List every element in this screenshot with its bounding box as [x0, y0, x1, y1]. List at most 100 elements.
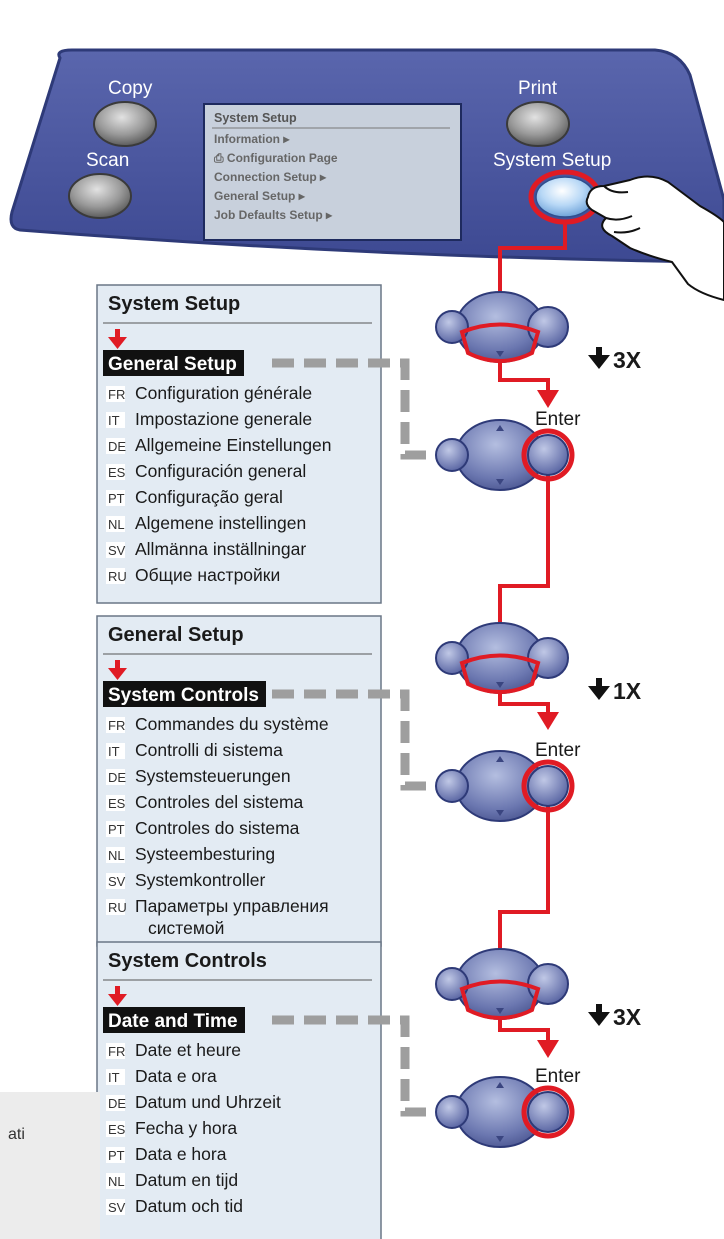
down-arrow-icon	[588, 355, 610, 369]
down-chevron-icon	[496, 479, 504, 485]
language-code: ES	[108, 796, 126, 811]
down-chevron-icon	[496, 1136, 504, 1142]
language-code-badge	[106, 1147, 125, 1163]
lcd-item-configuration-page: ⎙ Configuration Page	[213, 151, 338, 165]
enter-button-highlight	[521, 428, 575, 482]
side-fragment-panel	[0, 1092, 100, 1239]
side-fragment-text: ati	[8, 1126, 25, 1143]
nav-pad-down[interactable]	[435, 622, 569, 694]
translation-text: Allgemeine Einstellungen	[135, 435, 332, 455]
translation-text: Data e ora	[135, 1066, 217, 1086]
language-code-badge	[106, 568, 125, 584]
language-code-badge	[106, 438, 125, 454]
copy-button[interactable]	[93, 101, 157, 147]
language-code-badge	[106, 386, 125, 402]
down-button-highlight	[459, 653, 541, 694]
language-code: PT	[108, 491, 125, 506]
back-button[interactable]	[435, 967, 469, 1001]
translation-text: Allmänna inställningar	[135, 539, 306, 559]
up-chevron-icon	[496, 756, 504, 762]
language-code-badge	[106, 490, 125, 506]
back-button[interactable]	[435, 1095, 469, 1129]
translation-text: Systeembesturing	[135, 844, 275, 864]
language-code-badge	[106, 795, 125, 811]
down-arrow-icon	[588, 1012, 610, 1026]
language-code: FR	[108, 387, 125, 402]
language-code: PT	[108, 1148, 125, 1163]
translation-text: Date et heure	[135, 1040, 241, 1060]
language-code-badge	[106, 899, 125, 915]
back-button[interactable]	[435, 641, 469, 675]
language-code: FR	[108, 1044, 125, 1059]
menu-box-title: General Setup	[108, 624, 244, 646]
language-code: SV	[108, 1200, 126, 1215]
nav-pad-enter[interactable]	[435, 419, 575, 491]
down-arrow-icon-stem	[115, 660, 120, 668]
lcd-title: System Setup	[214, 111, 297, 125]
language-code: ES	[108, 1122, 126, 1137]
highlighted-menu-item-label: Date and Time	[108, 1011, 238, 1032]
translation-text: Systemsteuerungen	[135, 766, 291, 786]
enter-button-highlight	[521, 1085, 575, 1139]
language-code: NL	[108, 1174, 125, 1189]
copy-label: Copy	[108, 78, 153, 99]
enter-button[interactable]	[527, 765, 569, 807]
scan-button[interactable]	[68, 173, 132, 219]
language-code: SV	[108, 874, 126, 889]
language-code-badge	[106, 464, 125, 480]
language-code: ES	[108, 465, 126, 480]
down-chevron-icon	[496, 1008, 504, 1014]
translation-text: Fecha y hora	[135, 1118, 237, 1138]
enter-button[interactable]	[527, 1091, 569, 1133]
menu-box	[96, 941, 382, 1239]
translation-text: Algemene instellingen	[135, 513, 306, 533]
repeat-count: 3X	[613, 347, 642, 373]
language-code-badge	[106, 847, 125, 863]
highlighted-menu-item	[103, 1007, 245, 1033]
language-code-badge	[106, 1095, 125, 1111]
nav-pad-enter[interactable]	[435, 750, 575, 822]
back-button[interactable]	[435, 769, 469, 803]
down-button-highlight	[459, 322, 541, 363]
language-code-badge	[106, 1121, 125, 1137]
down-arrow-icon	[588, 686, 610, 700]
language-code: IT	[108, 1070, 120, 1085]
nav-pad-down[interactable]	[435, 948, 569, 1020]
nav-pad-down[interactable]	[435, 291, 569, 363]
down-arrow-icon	[108, 994, 127, 1006]
language-code: NL	[108, 517, 125, 532]
menu-box	[96, 284, 382, 604]
translation-text: Controlli di sistema	[135, 740, 283, 760]
language-code-badge	[106, 1199, 125, 1215]
translation-text: Configuration générale	[135, 383, 312, 403]
enter-button-highlight	[521, 759, 575, 813]
highlighted-menu-item-label: System Controls	[108, 685, 259, 706]
menu-box	[96, 615, 382, 947]
language-code: PT	[108, 822, 125, 837]
enter-label: Enter	[535, 740, 581, 761]
down-arrow-icon-stem	[596, 678, 602, 687]
language-code: FR	[108, 718, 125, 733]
back-button[interactable]	[435, 438, 469, 472]
print-label: Print	[518, 78, 558, 99]
repeat-count: 1X	[613, 678, 642, 704]
language-code-badge	[106, 873, 125, 889]
language-code: NL	[108, 848, 125, 863]
translation-text: Общие настройки	[135, 565, 280, 585]
enter-label: Enter	[535, 1066, 581, 1087]
up-chevron-icon	[496, 425, 504, 431]
translation-text: Configuración general	[135, 461, 306, 481]
lcd-item-connection-setup: Connection Setup ▸	[214, 170, 327, 184]
translation-text-continued: системой	[148, 918, 224, 938]
language-code-badge	[106, 1173, 125, 1189]
language-code: RU	[108, 900, 127, 915]
system-setup-button[interactable]	[535, 176, 595, 218]
translation-text: Controles do sistema	[135, 818, 300, 838]
print-button[interactable]	[506, 101, 570, 147]
nav-pad-enter[interactable]	[435, 1076, 575, 1148]
back-button[interactable]	[435, 310, 469, 344]
enter-button[interactable]	[527, 434, 569, 476]
